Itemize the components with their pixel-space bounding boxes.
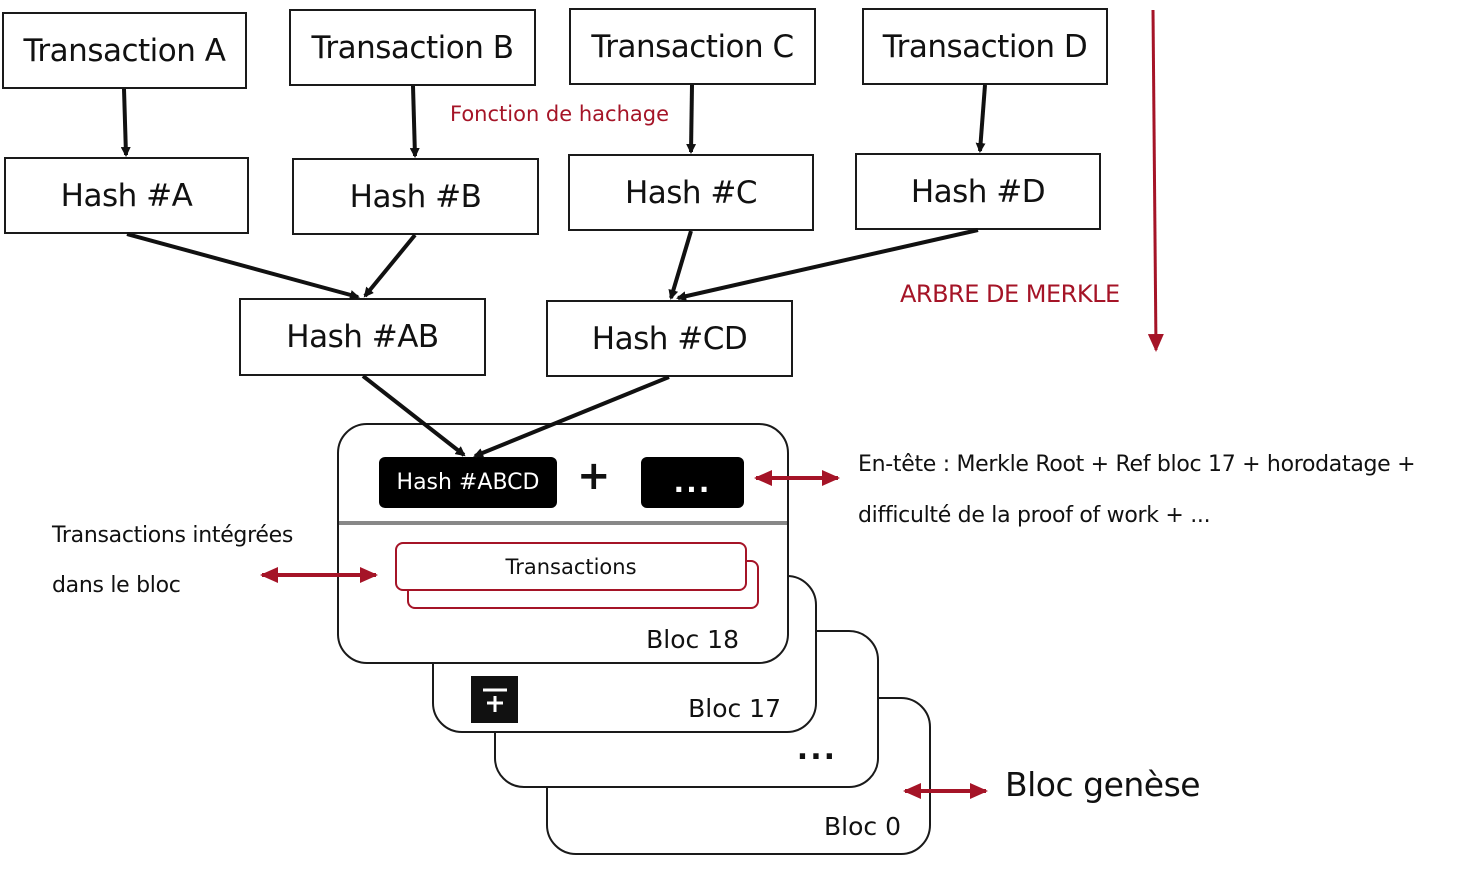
block-18-label: Bloc 18	[646, 625, 739, 654]
arrow-tx-c	[686, 84, 697, 154]
header-more-badge: ...	[641, 457, 744, 508]
transaction-a-label: Transaction A	[23, 32, 226, 69]
merkle-tree-label: ARBRE DE MERKLE	[900, 280, 1120, 308]
block-18: Hash #ABCD + ... Transactions Bloc 18	[337, 423, 789, 664]
block-17-label: Bloc 17	[688, 694, 781, 723]
hash-a: Hash #A	[4, 157, 249, 234]
tree-direction-arrow	[1147, 9, 1164, 352]
plus-icon[interactable]	[471, 676, 518, 723]
transaction-c-label: Transaction C	[591, 28, 794, 65]
hash-c-label: Hash #C	[624, 174, 758, 211]
header-note-line2: difficulté de la proof of work + ...	[858, 503, 1211, 528]
hash-cd: Hash #CD	[546, 300, 793, 377]
arrow-hash-a	[126, 232, 360, 300]
transaction-b: Transaction B	[289, 9, 536, 86]
transactions-note-line2: dans le bloc	[52, 573, 181, 598]
block-0-label: Bloc 0	[824, 812, 901, 841]
header-note-line1: En-tête : Merkle Root + Ref bloc 17 + ho…	[858, 452, 1416, 477]
hash-b-label: Hash #B	[349, 178, 482, 215]
transaction-a: Transaction A	[2, 12, 247, 89]
plus-sign: +	[577, 453, 611, 499]
hash-ab: Hash #AB	[239, 298, 486, 376]
arrow-hash-b	[363, 233, 417, 298]
arrow-hash-c	[668, 230, 693, 300]
hash-b: Hash #B	[292, 158, 539, 235]
hash-ab-label: Hash #AB	[286, 319, 439, 355]
hash-function-label: Fonction de hachage	[450, 102, 670, 126]
transaction-b-label: Transaction B	[311, 29, 514, 66]
hash-c: Hash #C	[568, 154, 814, 231]
transactions-card-label: Transactions	[505, 554, 637, 579]
arrow-tx-d	[975, 84, 987, 153]
hash-d: Hash #D	[855, 153, 1101, 230]
merkle-root-label: Hash #ABCD	[396, 470, 540, 495]
transactions-note-line1: Transactions intégrées	[52, 523, 293, 548]
transactions-card[interactable]: Transactions	[395, 542, 747, 591]
arrow-tx-a	[120, 88, 131, 157]
genesis-label: Bloc genèse	[1005, 765, 1201, 804]
block-ellipsis-label: ...	[796, 732, 837, 767]
transaction-d-label: Transaction D	[882, 28, 1088, 65]
hash-cd-label: Hash #CD	[591, 320, 748, 357]
hash-a-label: Hash #A	[60, 177, 193, 214]
arrow-tx-b	[409, 85, 420, 158]
transaction-c: Transaction C	[569, 8, 816, 85]
header-more-label: ...	[673, 466, 712, 499]
merkle-root-badge: Hash #ABCD	[379, 457, 557, 508]
header-divider	[339, 521, 787, 525]
hash-d-label: Hash #D	[910, 173, 1046, 210]
transaction-d: Transaction D	[862, 8, 1108, 85]
